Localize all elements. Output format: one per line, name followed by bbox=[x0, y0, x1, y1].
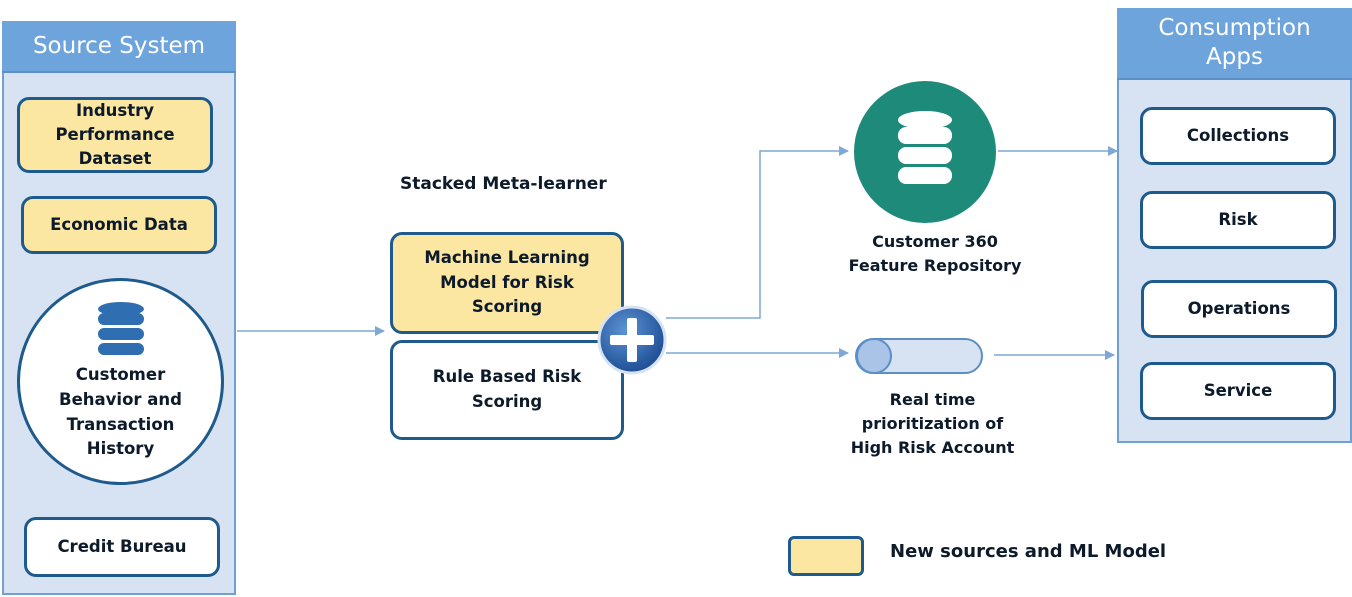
app-risk[interactable]: Risk bbox=[1140, 191, 1336, 249]
app-operations-label: Operations bbox=[1187, 298, 1291, 318]
ml-model-box: Machine Learning Model for Risk Scoring bbox=[390, 232, 624, 334]
legend-text: New sources and ML Model bbox=[890, 541, 1167, 562]
consumption-apps-title: Consumption Apps bbox=[1117, 8, 1352, 80]
app-service-label: Service bbox=[1203, 380, 1273, 400]
customer-behavior-label: Customer Behavior and Transaction Histor… bbox=[59, 365, 182, 459]
industry-dataset-box: Industry Performance Dataset bbox=[17, 97, 213, 173]
credit-bureau-box: Credit Bureau bbox=[24, 517, 220, 577]
app-operations[interactable]: Operations bbox=[1141, 280, 1337, 338]
credit-bureau-label: Credit Bureau bbox=[57, 536, 187, 556]
repository-database-icon bbox=[854, 81, 996, 223]
app-collections[interactable]: Collections bbox=[1140, 107, 1336, 165]
meta-learner-title: Stacked Meta-learner bbox=[400, 174, 607, 194]
ml-model-label: Machine Learning Model for Risk Scoring bbox=[424, 247, 590, 317]
app-risk-label: Risk bbox=[1218, 209, 1258, 229]
economic-data-box: Economic Data bbox=[21, 196, 217, 254]
realtime-label: Real time prioritization of High Risk Ac… bbox=[850, 390, 1015, 457]
rule-based-label: Rule Based Risk Scoring bbox=[432, 367, 582, 411]
legend-swatch bbox=[788, 536, 864, 576]
pipe-icon bbox=[855, 338, 983, 374]
plus-icon bbox=[597, 305, 667, 375]
app-service[interactable]: Service bbox=[1140, 362, 1336, 420]
repository-label: Customer 360 Feature Repository bbox=[848, 232, 1022, 275]
customer-behavior-circle: Customer Behavior and Transaction Histor… bbox=[17, 278, 224, 485]
source-system-title: Source System bbox=[2, 21, 236, 73]
economic-data-label: Economic Data bbox=[50, 214, 188, 234]
database-icon bbox=[97, 302, 144, 355]
rule-based-box: Rule Based Risk Scoring bbox=[390, 340, 624, 440]
app-collections-label: Collections bbox=[1186, 125, 1290, 145]
industry-dataset-label: Industry Performance Dataset bbox=[55, 101, 175, 168]
arrow-learner-to-repository bbox=[666, 146, 849, 319]
